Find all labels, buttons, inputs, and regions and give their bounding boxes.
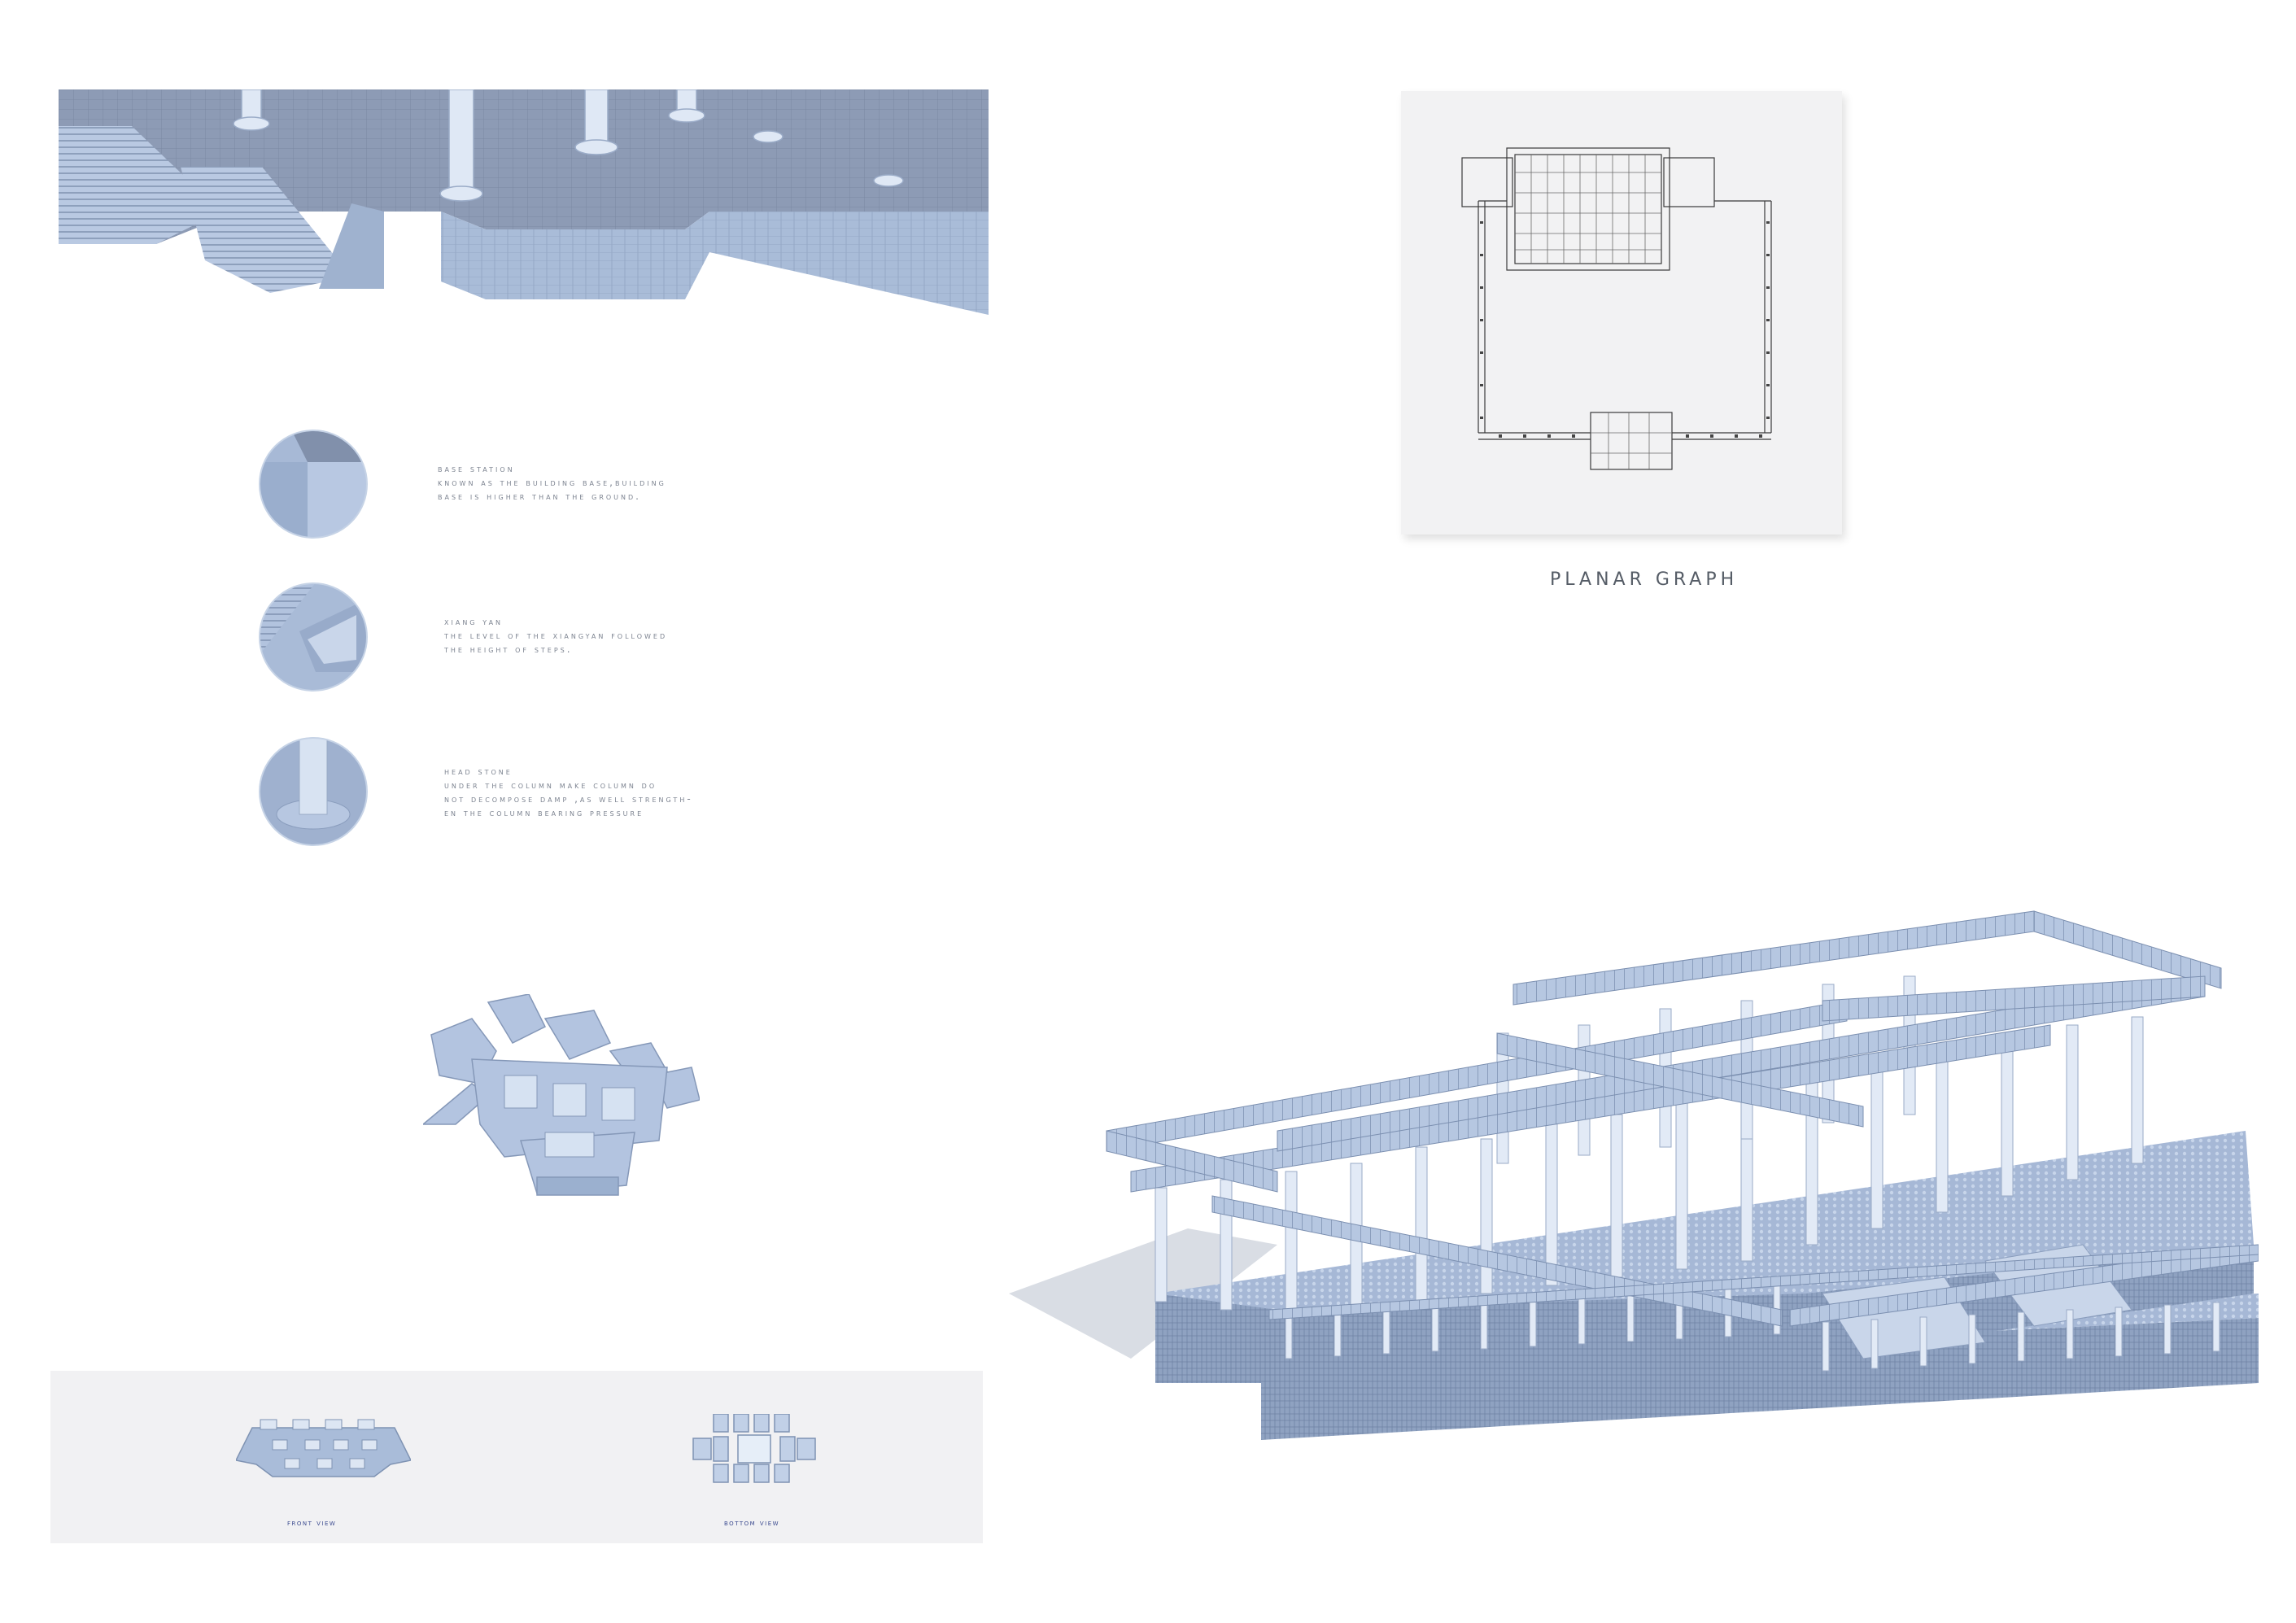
detail-xiang-yan-thumbnail — [259, 582, 368, 692]
detail-base-station-thumbnail — [259, 430, 368, 539]
detail-title: Head stone — [444, 766, 513, 777]
detail-base-station-caption: Base station known as the building base,… — [438, 462, 666, 504]
detail-line: under the column make column do — [444, 779, 657, 791]
bottom-view-label: Bottom view — [724, 1519, 780, 1528]
detail-line: en the column bearing pressure — [444, 807, 644, 818]
detail-title: Xiang Yan — [444, 616, 504, 627]
views-panel — [50, 1371, 983, 1543]
detail-line: base is higher than the ground. — [438, 491, 641, 502]
detail-head-stone-thumbnail — [259, 737, 368, 846]
detail-line: known as the building base,building — [438, 477, 666, 488]
base-platform-render — [59, 89, 989, 315]
detail-line: not decompose damp ,as well strength- — [444, 793, 693, 805]
detail-line: the height of steps. — [444, 644, 573, 655]
detail-title: Base station — [438, 463, 515, 474]
front-view-render — [236, 1411, 411, 1481]
planar-graph-title: PLANAR GRAPH — [1550, 569, 1739, 590]
bracket-set-render — [423, 994, 700, 1198]
planar-graph-panel — [1401, 91, 1842, 534]
temple-complex-render — [1009, 903, 2259, 1546]
front-view-label: Front view — [287, 1519, 337, 1528]
detail-head-stone-caption: Head stone under the column make column … — [444, 765, 693, 820]
bottom-view-render — [685, 1414, 823, 1483]
detail-line: The level of the XiangYan followed — [444, 630, 668, 641]
detail-xiang-yan-caption: Xiang Yan The level of the XiangYan foll… — [444, 615, 667, 657]
